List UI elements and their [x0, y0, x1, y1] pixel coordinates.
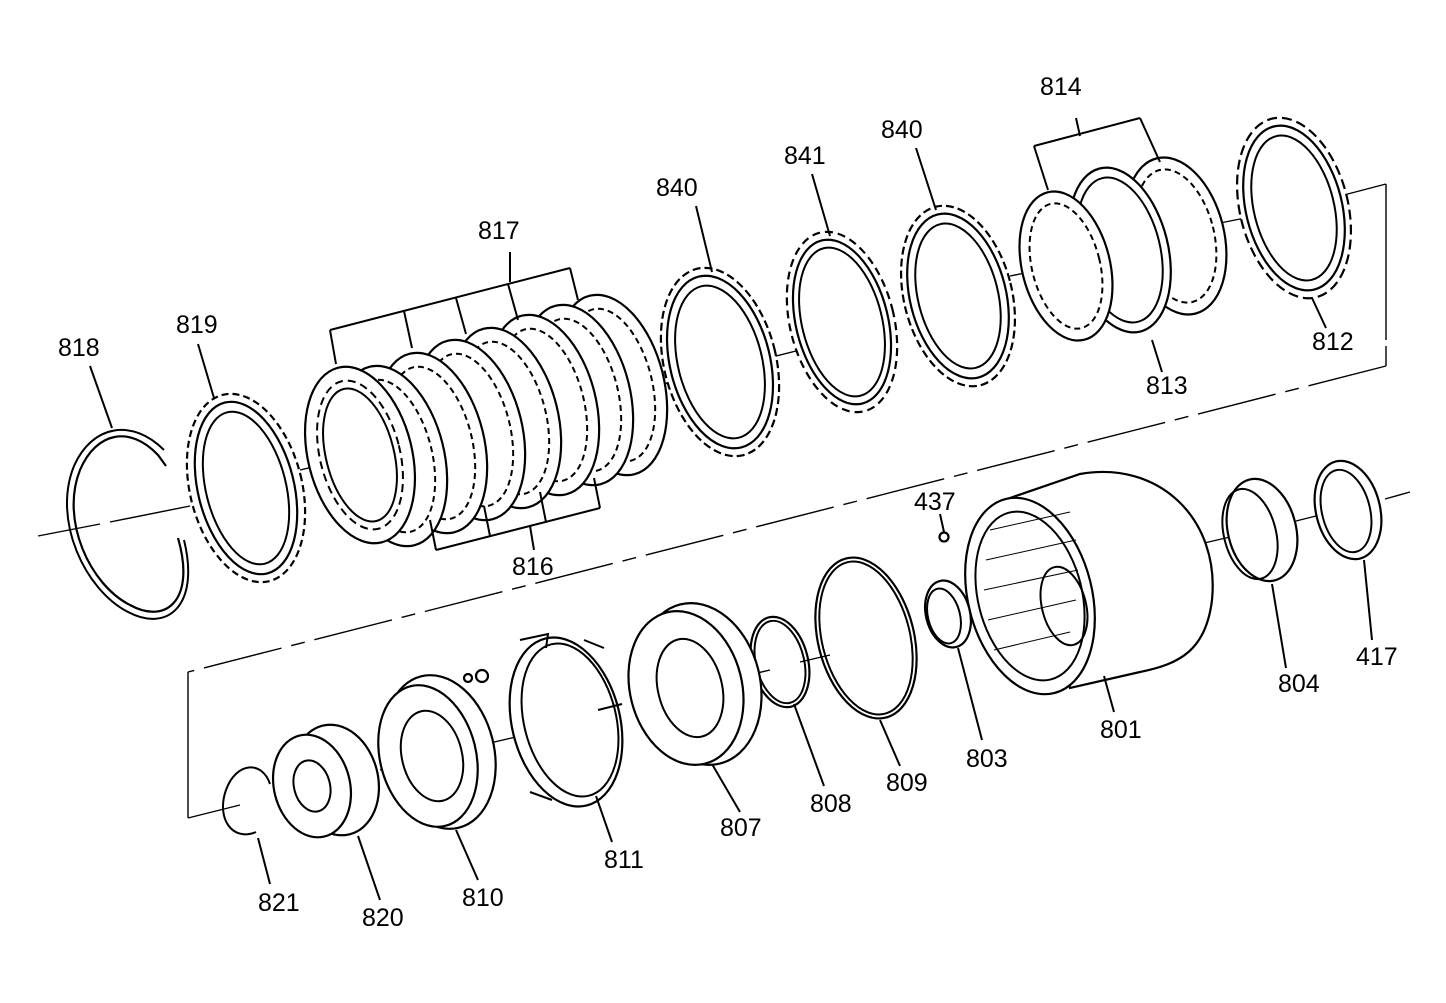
- callout-807: 807: [720, 814, 762, 842]
- callout-820: 820: [362, 904, 404, 932]
- callout-841: 841: [784, 142, 826, 170]
- callout-437: 437: [914, 488, 956, 516]
- part-840-steel-plate-b: [899, 204, 1017, 388]
- callout-804: 804: [1278, 670, 1320, 698]
- callout-818: 818: [58, 334, 100, 362]
- part-803-bushing: [924, 579, 972, 649]
- bracket-814: [1033, 117, 1161, 191]
- part-818-snap-ring: [65, 428, 190, 620]
- bracket-817: [329, 252, 579, 365]
- callout-819: 819: [176, 311, 218, 339]
- part-819-clutch-plate: [185, 392, 307, 584]
- part-804-sleeve: [1221, 477, 1299, 583]
- part-801-clutch-housing: [964, 471, 1214, 696]
- part-812-pressure-plate: [1235, 116, 1353, 300]
- callout-801: 801: [1100, 716, 1142, 744]
- callout-809: 809: [886, 769, 928, 797]
- callout-840-a: 840: [656, 174, 698, 202]
- callout-811: 811: [604, 846, 644, 874]
- part-809-seal: [814, 556, 918, 720]
- callout-821: 821: [258, 889, 300, 917]
- part-807-piston: [627, 602, 763, 766]
- callout-816: 816: [512, 553, 554, 581]
- leader-lines: [89, 147, 1373, 901]
- part-816-817-clutch-pack: [303, 293, 669, 548]
- connector-dashed-line: [187, 184, 1387, 818]
- callout-840-b: 840: [881, 116, 923, 144]
- part-820-spring-assembly: [271, 723, 381, 839]
- part-821-snap-ring: [221, 766, 271, 836]
- part-810-piston: [377, 668, 497, 830]
- part-417-seal-ring: [1313, 459, 1383, 561]
- callout-810: 810: [462, 884, 504, 912]
- callout-808: 808: [810, 790, 852, 818]
- callout-813: 813: [1146, 372, 1188, 400]
- callout-803: 803: [966, 745, 1008, 773]
- part-814-813-plates: [1018, 156, 1228, 342]
- callout-417: 417: [1356, 643, 1398, 671]
- part-811-spring-retainer: [508, 632, 624, 808]
- bracket-816: [429, 477, 601, 551]
- part-841-steel-plate: [785, 230, 899, 414]
- callout-817: 817: [478, 217, 520, 245]
- callout-814: 814: [1040, 73, 1082, 101]
- callout-812: 812: [1312, 328, 1354, 356]
- part-840-steel-plate-a: [659, 266, 781, 458]
- part-437-check-ball: [938, 531, 950, 543]
